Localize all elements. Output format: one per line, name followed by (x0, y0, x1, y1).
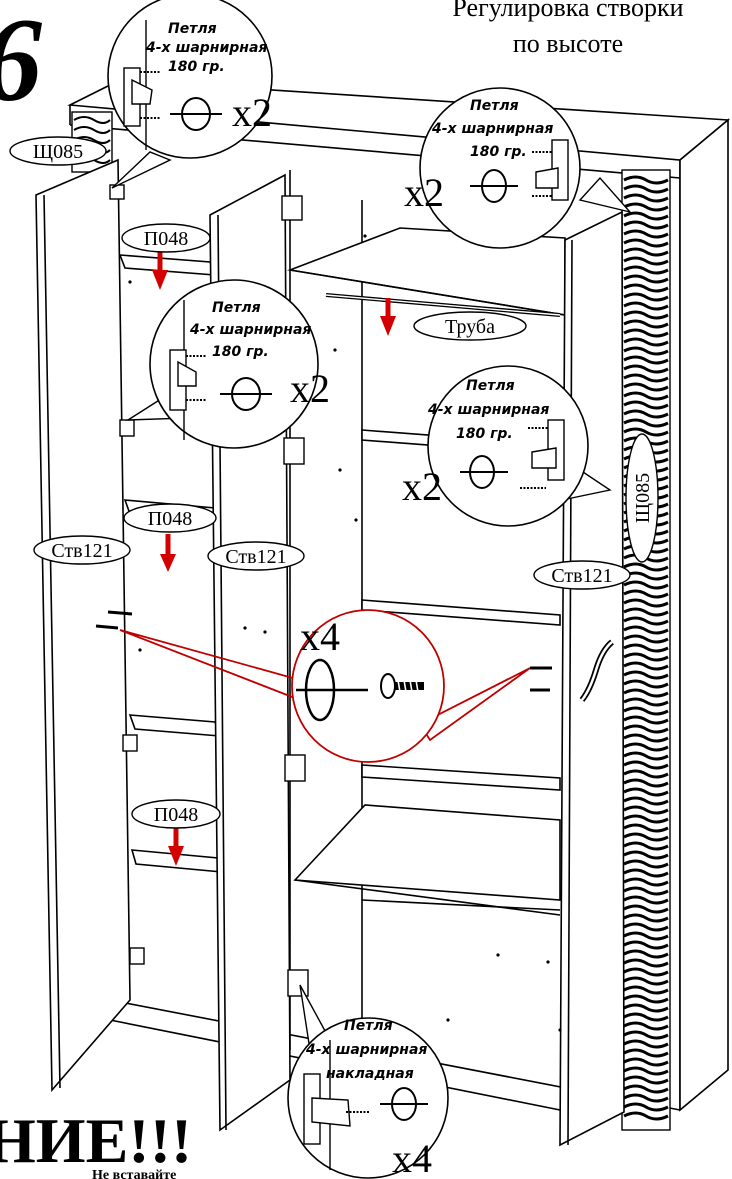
callout-screws: x4 (119, 609, 531, 763)
callout-hinge-top-right: Петля 4-х шарнирная 180 гр. x2 (404, 87, 632, 249)
callout-mid-left-line1: Петля (212, 300, 261, 316)
callout-bottom-multiplier: x4 (392, 1136, 432, 1179)
label-door-left: Ств121 (51, 540, 112, 562)
header-title-line2: по высоте (513, 29, 623, 58)
callout-top-right-line3: 180 гр. (470, 144, 527, 160)
callout-hinge-mid-left: Петля 4-х шарнирная 180 гр. x2 (125, 279, 330, 449)
callout-screws-multiplier: x4 (300, 614, 340, 659)
label-door-middle: Ств121 (225, 546, 286, 568)
callout-hinge-mid-right: Петля 4-х шарнирная 180 гр. x2 (402, 365, 612, 527)
label-pipe: Труба (445, 316, 495, 338)
door-left (35, 158, 131, 1093)
callout-top-left-line1: Петля (168, 21, 217, 37)
callout-mid-right-line2: 4-х шарнирная (427, 402, 549, 418)
callout-bottom-line1: Петля (344, 1018, 393, 1034)
callout-top-left-line2: 4-х шарнирная (145, 40, 267, 56)
callout-top-right-line2: 4-х шарнирная (431, 121, 553, 137)
label-shelf-2: П048 (148, 508, 192, 530)
part-labels: Щ085 П048 П048 П048 Труба Ств121 Ств121 … (9, 136, 659, 829)
callout-bottom-line3: накладная (326, 1066, 414, 1082)
header-title-line1: Регулировка створки (452, 0, 683, 22)
callout-mid-left-multiplier: x2 (290, 366, 330, 411)
callout-bottom-line2: 4-х шарнирная (305, 1042, 427, 1058)
callout-top-right-line1: Петля (470, 98, 519, 114)
decor-panel-right (621, 169, 671, 1131)
label-door-right: Ств121 (551, 565, 612, 587)
label-shelf-3: П048 (154, 804, 198, 826)
callout-mid-right-multiplier: x2 (402, 464, 442, 509)
label-panel-top-left: Щ085 (33, 141, 83, 163)
label-panel-right: Щ085 (632, 473, 654, 523)
callout-mid-left-line2: 4-х шарнирная (189, 322, 311, 338)
warning-note: Не вставайте (92, 1168, 176, 1179)
screw-icons (95, 610, 552, 692)
warning-heading: НИЕ!!! (0, 1105, 192, 1176)
callout-mid-left-line3: 180 гр. (212, 344, 269, 360)
callout-top-left-multiplier: x2 (232, 90, 272, 135)
callout-hinge-top-left: Петля 4-х шарнирная 180 гр. x2 (107, 0, 273, 189)
callout-hinge-bottom: Петля 4-х шарнирная накладная x4 (287, 984, 449, 1179)
red-arrows (152, 252, 396, 866)
callout-mid-right-line1: Петля (466, 378, 515, 394)
callout-mid-right-line3: 180 гр. (456, 426, 513, 442)
callout-top-right-multiplier: x2 (404, 170, 444, 215)
mount-dots (128, 234, 562, 1032)
label-shelf-1: П048 (144, 228, 188, 250)
step-number: 6 (0, 0, 42, 126)
callout-top-left-line3: 180 гр. (168, 59, 225, 75)
